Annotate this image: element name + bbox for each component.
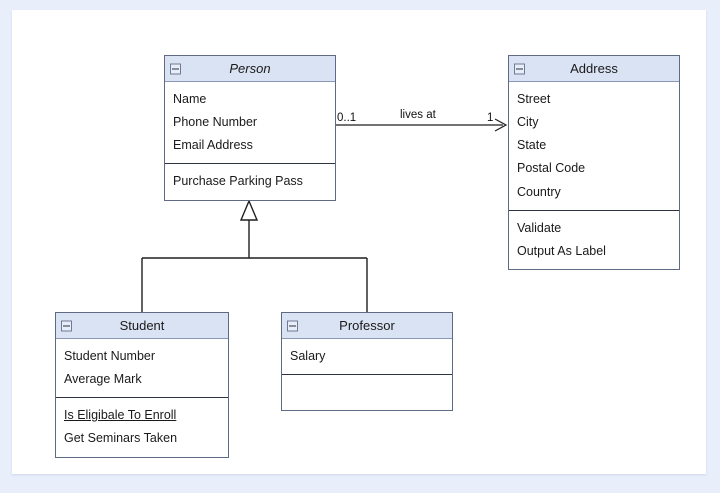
operation-row: Validate <box>517 220 562 235</box>
operation-row: Purchase Parking Pass <box>173 174 303 189</box>
operations-compartment-professor <box>282 374 452 410</box>
minus-glyph <box>172 68 179 69</box>
attribute-row: Name <box>173 92 207 106</box>
attribute-row: Street <box>517 92 551 106</box>
attribute-row: Phone Number <box>173 115 258 130</box>
minus-glyph <box>63 325 70 326</box>
attribute-row: Postal Code <box>517 161 586 176</box>
class-box-professor[interactable]: Professor Salary <box>281 312 453 412</box>
class-header-address[interactable]: Address <box>509 56 679 82</box>
minus-glyph <box>289 325 296 326</box>
collapse-minus-icon[interactable] <box>61 320 72 331</box>
operation-row: Get Seminars Taken <box>64 431 178 446</box>
association-target-multiplicity: 1 <box>487 112 494 124</box>
attribute-row: Country <box>517 184 561 199</box>
operation-row: Output As Label <box>517 243 606 258</box>
attribute-row: State <box>517 138 547 153</box>
collapse-minus-icon[interactable] <box>514 63 525 74</box>
association-source-multiplicity: 0..1 <box>337 112 357 124</box>
attribute-row: Student Number <box>64 349 156 363</box>
association-label: lives at <box>400 109 436 121</box>
operations-compartment-student: Is Eligibale To Enroll Get Seminars Take… <box>56 397 228 456</box>
class-box-student[interactable]: Student Student Number Average Mark Is E… <box>55 312 229 458</box>
attribute-row: Salary <box>290 349 326 363</box>
operations-compartment-person: Purchase Parking Pass <box>165 163 335 199</box>
attributes-compartment-professor: Salary <box>282 339 452 374</box>
class-name-professor: Professor <box>339 318 395 333</box>
class-header-person[interactable]: Person <box>165 56 335 82</box>
class-name-student: Student <box>119 318 165 333</box>
class-name-person: Person <box>229 61 271 76</box>
class-box-address[interactable]: Address Street City State Postal Code Co… <box>508 55 680 270</box>
attributes-compartment-person: Name Phone Number Email Address <box>165 82 335 163</box>
class-name-address: Address <box>570 61 618 76</box>
minus-glyph <box>516 68 523 69</box>
class-header-student[interactable]: Student <box>56 313 228 339</box>
collapse-minus-icon[interactable] <box>287 320 298 331</box>
class-box-person[interactable]: Person Name Phone Number Email Address P… <box>164 55 336 201</box>
attributes-compartment-student: Student Number Average Mark <box>56 339 228 397</box>
operations-compartment-address: Validate Output As Label <box>509 209 679 269</box>
operation-row-static: Is Eligibale To Enroll <box>64 408 177 423</box>
attribute-row: Email Address <box>173 138 253 153</box>
class-header-professor[interactable]: Professor <box>282 313 452 339</box>
attributes-compartment-address: Street City State Postal Code Country <box>509 82 679 210</box>
attribute-row: City <box>517 115 539 130</box>
attribute-row: Average Mark <box>64 372 142 387</box>
collapse-minus-icon[interactable] <box>170 63 181 74</box>
